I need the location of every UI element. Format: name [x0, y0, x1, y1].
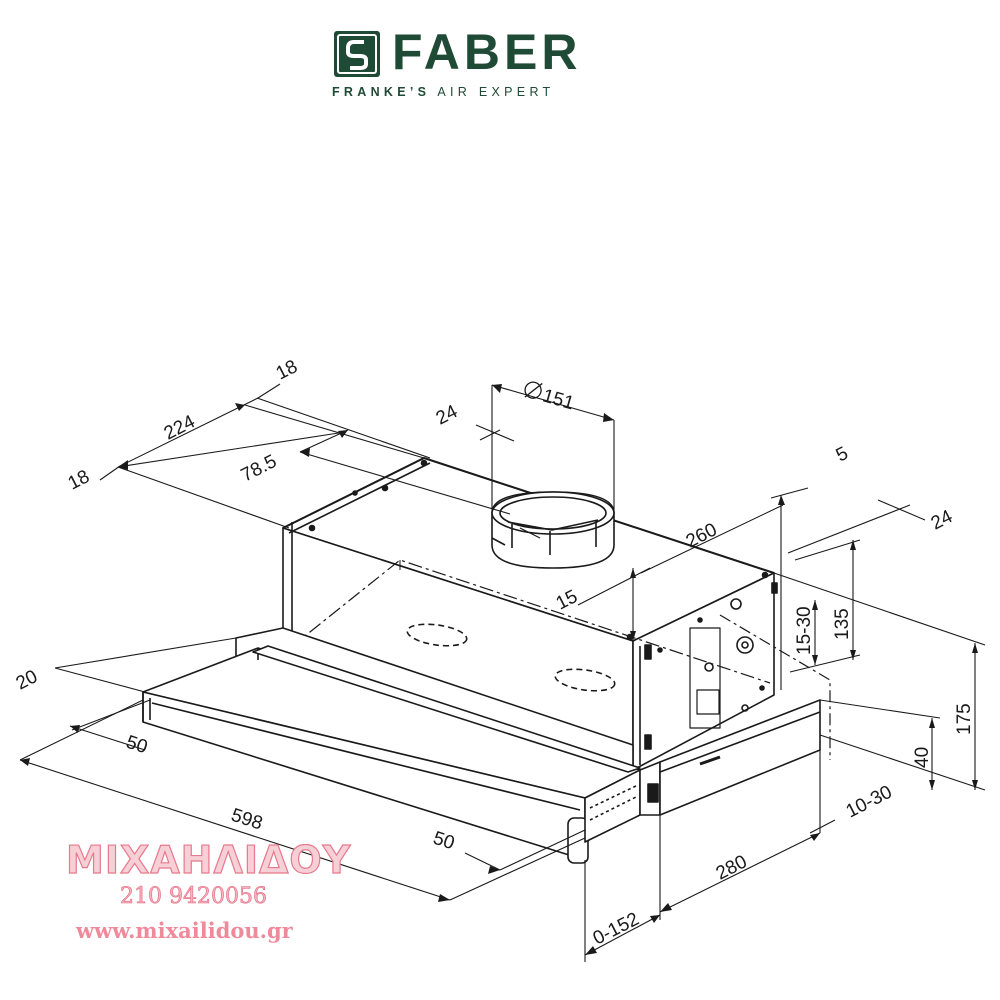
dim-175: 175	[954, 703, 975, 735]
dim-78-5: 78.5	[238, 451, 280, 487]
dim-151: 151	[540, 386, 576, 415]
watermark-url: www.mixailidou.gr	[76, 918, 293, 943]
dim-135: 135	[832, 608, 853, 640]
dim-0-152: 0-152	[590, 909, 643, 950]
dim-5: 5	[833, 443, 852, 467]
dim-15-30: 15-30	[794, 606, 815, 655]
faber-logo-icon	[334, 31, 380, 77]
dim-18-upper: 18	[273, 356, 301, 384]
dim-24-right: 24	[928, 506, 957, 535]
dim-40: 40	[912, 747, 933, 768]
outlet-collar	[491, 491, 615, 569]
dim-224: 224	[161, 411, 199, 444]
brand-name: FABER	[392, 24, 582, 80]
watermark-name: ΜΙΧΑΗΛΙΔΟΥ	[65, 837, 352, 882]
dim-50-left: 50	[123, 732, 150, 759]
dim-24-top: 24	[433, 401, 462, 430]
dim-50-right: 50	[430, 828, 457, 855]
dim-outlet-diameter: 151	[524, 381, 576, 415]
diameter-symbol-icon	[524, 381, 542, 399]
dim-20: 20	[13, 666, 41, 694]
brand-tagline-bold: FRANKE’S	[332, 85, 431, 99]
dim-10-30: 10-30	[843, 782, 896, 823]
hood-visor	[142, 627, 821, 864]
watermark-phone: 210 9420056	[120, 884, 268, 910]
brand-tagline-rest: AIR EXPERT	[430, 85, 555, 99]
dim-280: 280	[713, 851, 751, 884]
dimension-lines	[19, 383, 986, 962]
brand-logo: FABER FRANKE’S AIR EXPERT	[330, 24, 670, 108]
dim-18-lower: 18	[65, 466, 93, 494]
brand-tagline: FRANKE’S AIR EXPERT	[332, 85, 554, 99]
dimension-arrows	[20, 384, 978, 955]
